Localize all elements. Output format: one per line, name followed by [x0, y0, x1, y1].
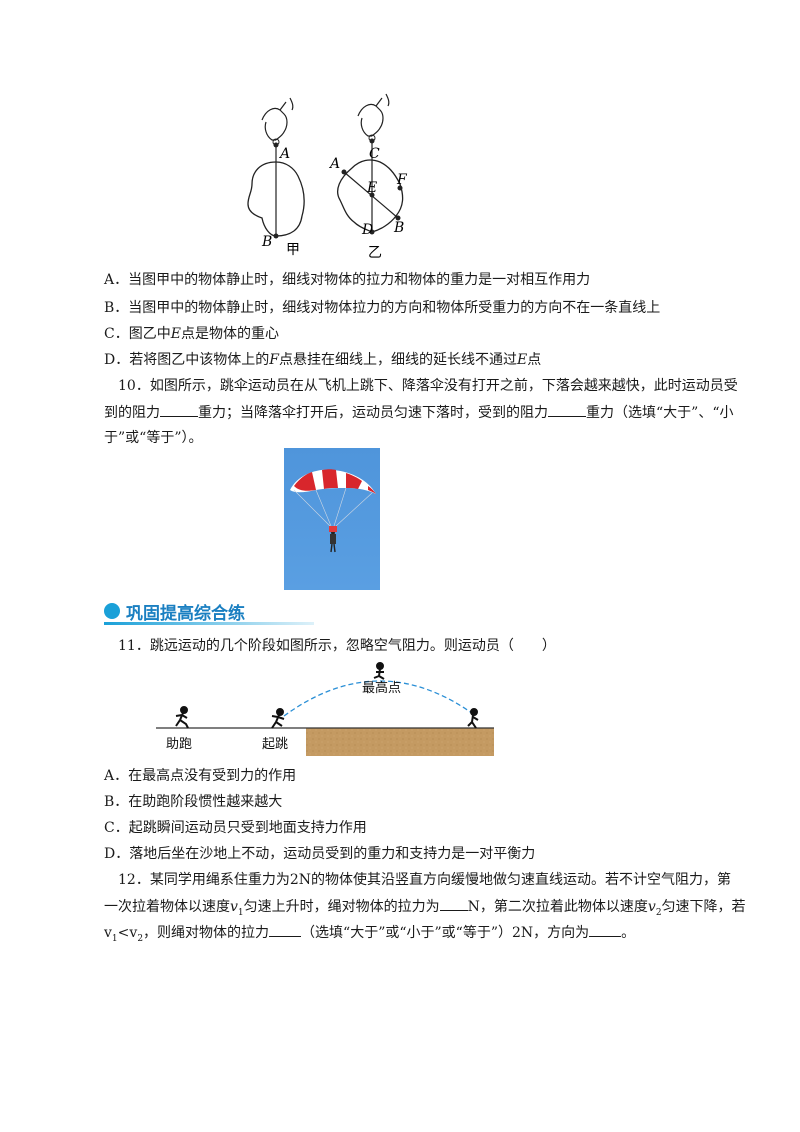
- q12-blank-3[interactable]: [589, 922, 622, 937]
- trajectory-arc: [283, 680, 477, 717]
- point-b-yi: [395, 215, 401, 221]
- section-title: 巩固提高综合练: [126, 604, 245, 624]
- q12-line-3: v1<v2，则绳对物体的拉力（选填“大于”或“小于”或“等于”）2N，方向为。: [104, 922, 635, 949]
- long-jump-figure: 最高点 助跑 起跳: [156, 662, 494, 756]
- label-yi: 乙: [368, 245, 382, 261]
- q10-blank-1[interactable]: [160, 402, 198, 417]
- skydiver-figure: [329, 526, 337, 532]
- label-c-yi: C: [369, 146, 380, 162]
- q10-line-3: 于”或“等于”）。: [104, 430, 203, 446]
- object-yi: [337, 159, 404, 233]
- parachute-photo: [284, 448, 380, 590]
- label-jump: 起跳: [262, 737, 288, 752]
- object-jia: [247, 161, 305, 237]
- label-apex: 最高点: [362, 680, 401, 696]
- q12-blank-2[interactable]: [269, 922, 302, 937]
- label-b-yi: B: [393, 220, 404, 236]
- section-header: 巩固提高综合练: [104, 598, 314, 625]
- point-f-yi: [397, 185, 403, 191]
- landing-stick-figure: [467, 708, 479, 729]
- apex-stick-figure: [373, 662, 385, 680]
- label-jia: 甲: [286, 242, 300, 258]
- label-run: 助跑: [166, 737, 192, 752]
- q10-line-1: 10．如图所示，跳伞运动员在从飞机上跳下、降落伞没有打开之前，下落会越来越快，此…: [118, 378, 738, 394]
- q9-option-c: C．图乙中E点是物体的重心: [104, 326, 279, 342]
- label-e-yi: E: [366, 180, 377, 196]
- point-d-yi: [369, 229, 375, 235]
- section-underline: [104, 622, 314, 625]
- q9-option-d: D．若将图乙中该物体上的F点悬挂在细线上，细线的延长线不通过E点: [104, 352, 542, 368]
- q11-option-b: B．在助跑阶段惯性越来越大: [104, 794, 283, 810]
- q12-line-1: 12．某同学用绳系住重力为2N的物体使其沿竖直方向缓慢地做匀速直线运动。若不计空…: [118, 872, 731, 888]
- q10-line-2: 到的阻力重力；当降落伞打开后，运动员匀速下落时，受到的阻力重力（选填“大于”、“…: [104, 402, 733, 423]
- runner-stick-figure: [175, 706, 189, 729]
- q9-option-a: A．当图甲中的物体静止时，细线对物体的拉力和物体的重力是一对相互作用力: [104, 272, 591, 288]
- point-c-yi: [369, 138, 375, 144]
- section-bullet-icon: [104, 603, 120, 619]
- label-d-yi: D: [361, 222, 373, 238]
- point-b-jia: [273, 233, 279, 239]
- q11-option-a: A．在最高点没有受到力的作用: [104, 768, 297, 784]
- q11-option-d: D．落地后坐在沙地上不动，运动员受到的重力和支持力是一对平衡力: [104, 846, 536, 862]
- q9-option-b: B．当图甲中的物体静止时，细线对物体拉力的方向和物体所受重力的方向不在一条直线上: [104, 300, 661, 316]
- q12-blank-1[interactable]: [439, 896, 468, 911]
- point-a-jia: [273, 142, 279, 148]
- point-e-yi: [369, 192, 375, 198]
- gravity-center-figure: A B 甲 A C E F B D 乙: [247, 93, 408, 261]
- label-f-yi: F: [396, 172, 408, 188]
- takeoff-stick-figure: [271, 708, 285, 729]
- hand-left-drawing: [261, 101, 288, 141]
- label-a-yi: A: [328, 156, 340, 172]
- point-a-yi: [341, 169, 347, 175]
- label-a-jia: A: [278, 146, 290, 162]
- q10-blank-2[interactable]: [548, 402, 586, 417]
- q11-stem: 11．跳远运动的几个阶段如图所示，忽略空气阻力。则运动员（ ）: [118, 638, 556, 654]
- label-b-jia: B: [261, 234, 272, 250]
- q11-option-c: C．起跳瞬间运动员只受到地面支持力作用: [104, 820, 367, 836]
- hand-right-drawing: [357, 97, 384, 137]
